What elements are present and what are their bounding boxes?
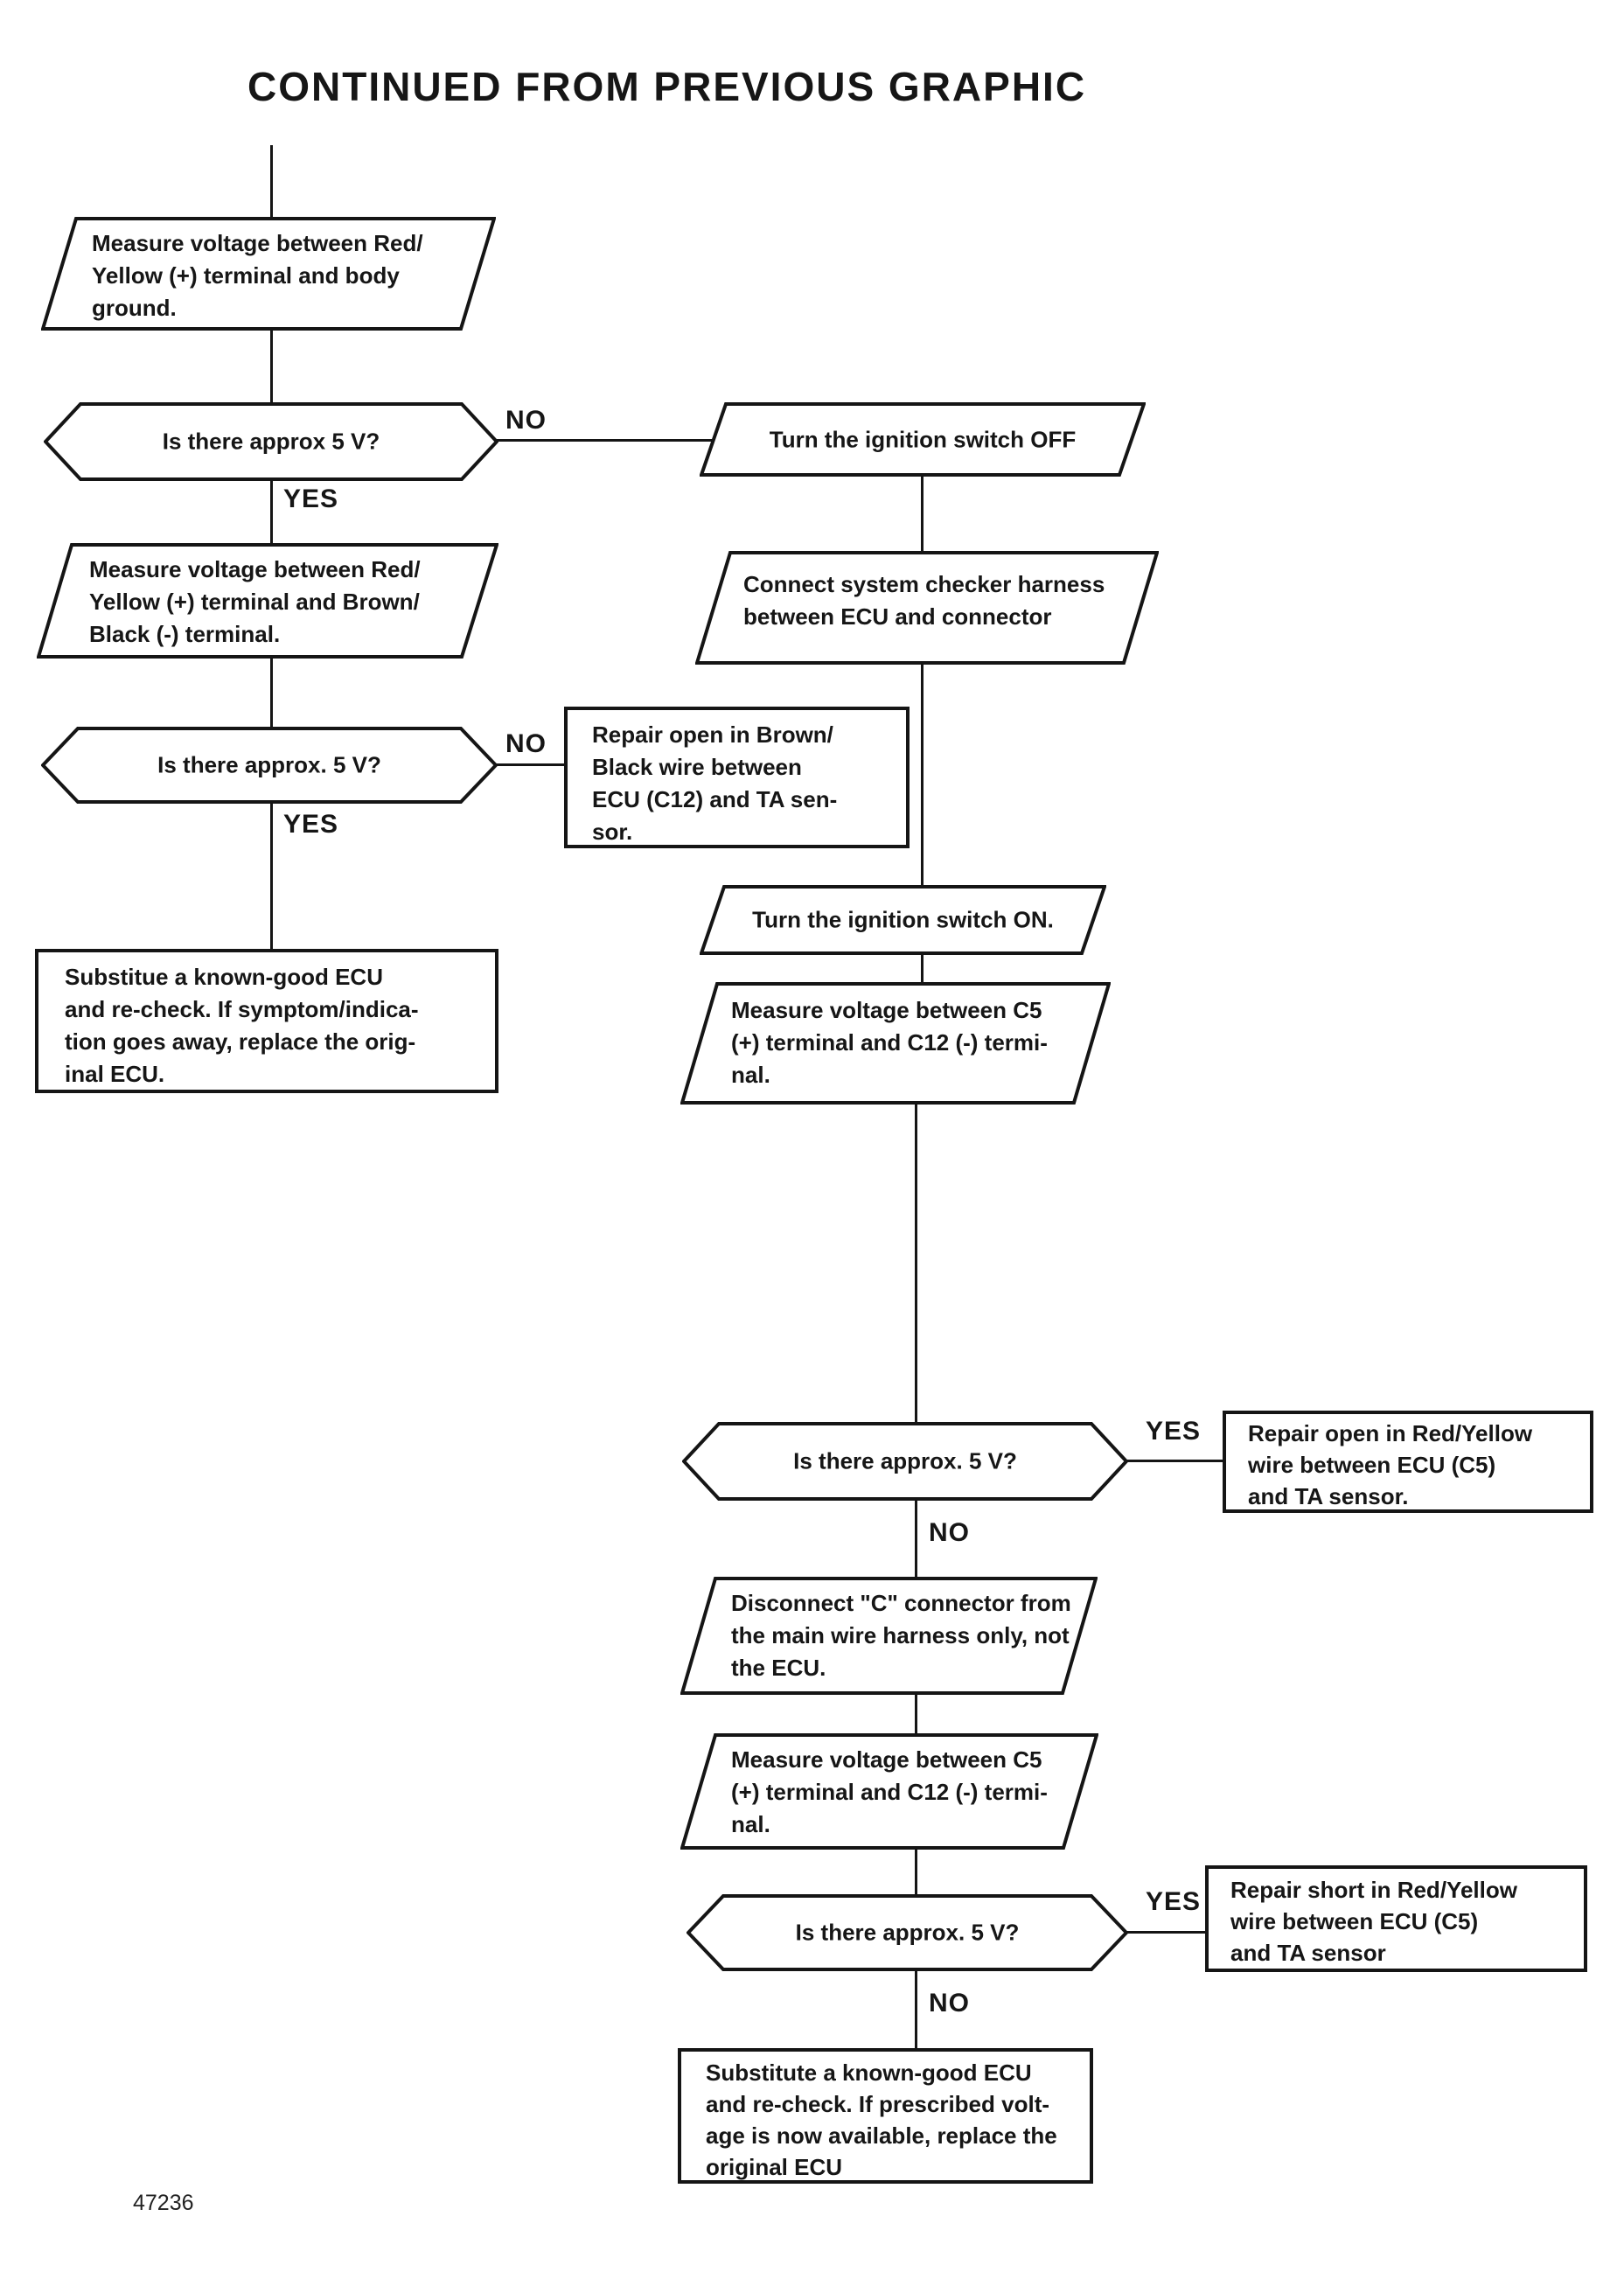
step-measure-voltage-red-yellow-body-ground: Measure voltage between Red/ Yellow (+) … (41, 217, 496, 331)
connector-d4-no (915, 1970, 917, 2050)
decision-text: Is there approx. 5 V? (157, 751, 381, 778)
connector-d3-yes (1126, 1460, 1224, 1462)
parallelogram-outline (680, 982, 1111, 1105)
action-text: Repair open in Red/Yellow wire between E… (1248, 1420, 1533, 1509)
edge-label-yes-4: YES (1146, 1887, 1202, 1916)
decision-approx-5v-1: Is there approx 5 V? (44, 401, 498, 482)
edge-label-no-4: NO (929, 1989, 970, 2018)
action-substitute-ecu-voltage: Substitute a known-good ECU and re-check… (678, 2048, 1093, 2184)
step-text: Turn the ignition switch ON. (752, 906, 1054, 933)
edge-label-no-3: NO (929, 1518, 970, 1547)
step-turn-ignition-on: Turn the ignition switch ON. (700, 885, 1106, 955)
edge-label-yes-3: YES (1146, 1417, 1202, 1446)
figure-number: 47236 (133, 2191, 194, 2215)
action-repair-open-brown-black: Repair open in Brown/ Black wire between… (564, 707, 910, 848)
step-measure-voltage-c5-c12-2: Measure voltage between C5 (+) terminal … (680, 1733, 1098, 1850)
step-text: Measure voltage between Red/ Yellow (+) … (89, 556, 421, 647)
step-disconnect-c-connector: Disconnect "C" connector from the main w… (680, 1577, 1098, 1695)
hexagon-outline (41, 727, 498, 804)
parallelogram-outline (41, 217, 496, 331)
connector-d2-no (496, 763, 568, 766)
action-text: Substitute a known-good ECU and re-check… (706, 2059, 1057, 2180)
connector-p4-p5 (915, 1693, 917, 1735)
connector-top-entry (270, 145, 273, 219)
connector-d3-no (915, 1500, 917, 1579)
edge-label-yes-1: YES (283, 484, 339, 513)
edge-label-yes-2: YES (283, 810, 339, 839)
connector-d2-yes (270, 803, 273, 951)
action-repair-short-red-yellow: Repair short in Red/Yellow wire between … (1205, 1865, 1587, 1972)
action-substitute-ecu-symptom: Substitue a known-good ECU and re-check.… (35, 949, 498, 1093)
parallelogram-outline (700, 885, 1106, 955)
connector-p5-d4 (915, 1848, 917, 1895)
decision-text: Is there approx. 5 V? (795, 1919, 1020, 1946)
connector-d1-no (497, 439, 721, 442)
connector-p2-d2 (270, 657, 273, 728)
step-measure-voltage-c5-c12-1: Measure voltage between C5 (+) terminal … (680, 982, 1111, 1105)
step-measure-voltage-red-yellow-brown-black: Measure voltage between Red/ Yellow (+) … (37, 543, 498, 659)
action-text: Repair short in Red/Yellow wire between … (1230, 1877, 1517, 1966)
action-text: Substitue a known-good ECU and re-check.… (65, 964, 419, 1087)
step-text: Connect system checker harness between E… (743, 571, 1105, 630)
step-connect-system-checker-harness: Connect system checker harness between E… (695, 551, 1159, 665)
step-text: Measure voltage between Red/ Yellow (+) … (92, 230, 423, 321)
parallelogram-outline (37, 543, 498, 659)
edge-label-no-1: NO (505, 406, 547, 435)
connector-b2-b3 (921, 663, 924, 889)
decision-text: Is there approx 5 V? (162, 428, 380, 455)
decision-approx-5v-4: Is there approx. 5 V? (687, 1893, 1128, 1972)
connector-b1-b2 (921, 475, 924, 554)
parallelogram-outline (680, 1733, 1098, 1850)
step-turn-ignition-off: Turn the ignition switch OFF (700, 402, 1146, 477)
connector-p1-d1 (270, 329, 273, 404)
parallelogram-outline (695, 551, 1159, 665)
hexagon-outline (682, 1422, 1128, 1501)
page-title: CONTINUED FROM PREVIOUS GRAPHIC (247, 64, 1087, 109)
action-repair-open-red-yellow: Repair open in Red/Yellow wire between E… (1223, 1411, 1593, 1513)
parallelogram-outline (680, 1577, 1098, 1695)
hexagon-outline (44, 402, 498, 481)
connector-b3-p3 (921, 953, 924, 985)
step-text: Disconnect "C" connector from the main w… (731, 1590, 1071, 1681)
step-text: Measure voltage between C5 (+) terminal … (731, 997, 1048, 1088)
step-text: Turn the ignition switch OFF (769, 426, 1077, 452)
action-text: Repair open in Brown/ Black wire between… (592, 721, 838, 845)
edge-label-no-2: NO (505, 729, 547, 758)
decision-text: Is there approx. 5 V? (793, 1447, 1017, 1474)
hexagon-outline (687, 1894, 1128, 1971)
connector-d4-yes (1126, 1931, 1207, 1934)
decision-approx-5v-3: Is there approx. 5 V? (682, 1421, 1128, 1502)
parallelogram-outline (700, 402, 1146, 477)
connector-d1-yes (270, 480, 273, 546)
step-text: Measure voltage between C5 (+) terminal … (731, 1746, 1048, 1837)
decision-approx-5v-2: Is there approx. 5 V? (41, 726, 498, 805)
connector-p3-d3 (915, 1103, 917, 1425)
